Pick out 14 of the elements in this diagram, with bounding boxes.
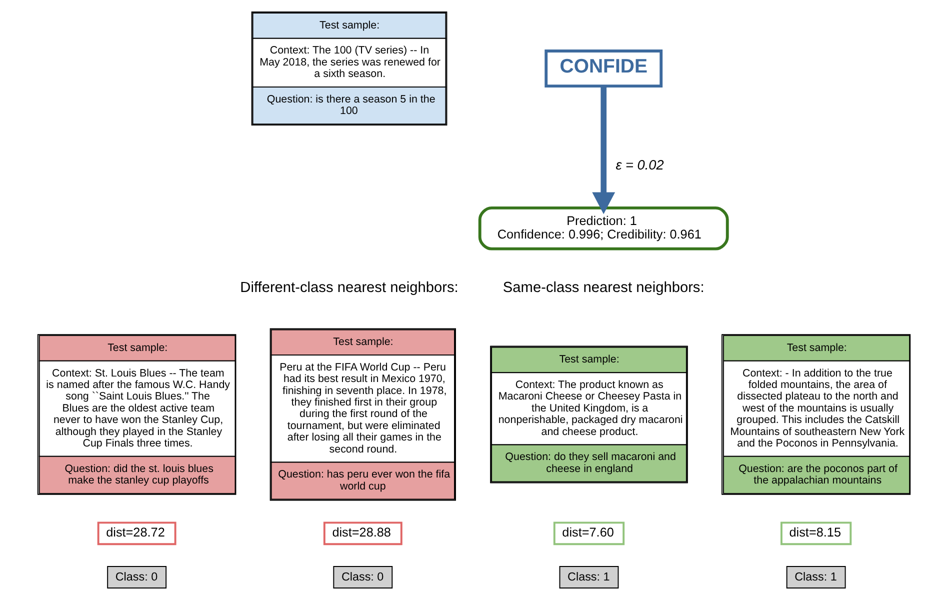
label: Same-class nearest neighbors:: [502, 280, 704, 296]
node-box: dist=8.15: [780, 522, 852, 546]
node-box: CONFIDE: [544, 50, 663, 88]
label: Different-class nearest neighbors:: [240, 280, 458, 296]
node-box: Class: 1: [786, 566, 846, 588]
node-box: dist=7.60: [553, 522, 625, 546]
node-box: dist=28.88: [323, 522, 402, 546]
node-box: Class: 0: [333, 566, 393, 588]
node-box: Class: 1: [559, 566, 619, 588]
edge-label: ε = 0.02: [616, 158, 664, 173]
node-box: dist=28.72: [97, 522, 176, 546]
node-box: Class: 0: [107, 566, 167, 588]
node-box: Prediction: 1 Confidence: 0.996; Credibility: 0.961: [478, 206, 729, 250]
arrow: [592, 86, 616, 214]
